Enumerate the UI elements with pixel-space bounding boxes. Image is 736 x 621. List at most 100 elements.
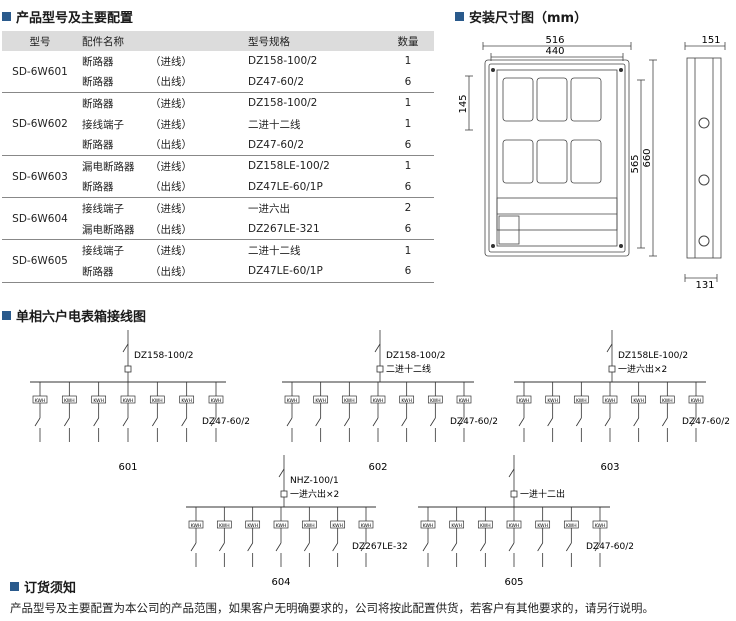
cell-qty: 1 (404, 160, 412, 173)
diagram-id: 603 (600, 462, 619, 473)
cell-spec: DZ158-100/2 (248, 97, 318, 110)
branch-switch (247, 542, 254, 552)
cell-qty: 6 (382, 218, 434, 241)
terminal-block (376, 365, 384, 373)
diagram-id: 601 (118, 462, 137, 473)
branch-switch (343, 417, 350, 427)
terminal-label: 一进六出×2 (618, 363, 667, 375)
meter-label: KWH (361, 523, 372, 529)
main-switch (508, 468, 515, 478)
cell-pos: （进线） (150, 245, 192, 258)
product-section-title: 产品型号及主要配置 (2, 7, 133, 26)
branch-switch (575, 417, 582, 427)
meter-label: KWH (332, 523, 343, 529)
cell-qty: 6 (382, 71, 434, 94)
meter-label: KWH (64, 398, 75, 404)
cell-part: 断路器 (82, 97, 114, 110)
cell-spec: DZ47LE-60/1P (244, 176, 382, 199)
cell-pos: （出线） (146, 260, 244, 283)
meter-label: KWH (344, 398, 355, 404)
meter-label: KWH (576, 398, 587, 404)
meter-label: KWH (691, 398, 702, 404)
header-pos (146, 31, 244, 51)
order-note: 产品型号及主要配置为本公司的产品范围，如果客户无明确要求的，公司将按此配置供货，… (10, 601, 654, 615)
wiring-section-title: 单相六户电表箱接线图 (2, 306, 146, 325)
branch-switch (286, 417, 293, 427)
dim-depth-bottom: 131 (695, 280, 714, 290)
cell-model: SD-6W602 (2, 92, 78, 156)
install-section-title: 安装尺寸图（mm） (455, 7, 587, 26)
branch-switch (315, 417, 322, 427)
branch-switch (594, 542, 601, 552)
meter-label: KWH (480, 523, 491, 529)
cell-part: 断路器 (82, 55, 114, 68)
main-breaker-label: DZ158LE-100/2 (618, 351, 688, 361)
cell-model: SD-6W603 (2, 155, 78, 199)
header-part: 配件名称 (78, 31, 146, 51)
branch-breaker-label: DZ47-60/2 (450, 417, 498, 427)
meter-label: KWH (519, 398, 530, 404)
terminal-block (510, 490, 518, 498)
dim-width-inner: 440 (545, 46, 564, 57)
header-model: 型号 (2, 31, 78, 51)
cell-qty: 2 (404, 202, 412, 215)
meter-label: KWH (211, 398, 222, 404)
meter-label: KWH (93, 398, 104, 404)
cell-part: 断路器 (78, 176, 146, 199)
branch-switch (190, 542, 197, 552)
main-switch (278, 468, 285, 478)
cell-part: 接线端子 (82, 245, 124, 258)
cell-qty: 1 (404, 118, 412, 131)
cell-pos: （出线） (146, 176, 244, 199)
terminal-label: 二进十二线 (386, 363, 431, 375)
cell-spec: DZ47LE-60/1P (244, 260, 382, 283)
cell-spec: 二进十二线 (248, 245, 301, 258)
dim-height-top: 145 (458, 94, 469, 113)
branch-breaker-label: DZ267LE-32 (352, 542, 408, 552)
meter-label: KWH (633, 398, 644, 404)
diagram-id: 604 (271, 577, 290, 588)
cell-spec: DZ47-60/2 (244, 134, 382, 156)
meter-label: KWH (509, 523, 520, 529)
branch-switch (275, 542, 282, 552)
meter-label: KWH (547, 398, 558, 404)
branch-switch (518, 417, 525, 427)
branch-breaker-label: DZ47-60/2 (586, 542, 634, 552)
cell-pos: （进线） (150, 202, 192, 215)
cell-qty: 6 (382, 260, 434, 283)
cell-qty: 6 (382, 176, 434, 199)
branch-switch (479, 542, 486, 552)
cell-pos: （出线） (146, 134, 244, 156)
cell-part: 断路器 (78, 134, 146, 156)
terminal-label: 一进六出×2 (290, 488, 339, 500)
main-switch (122, 343, 129, 353)
dim-height-inner: 565 (630, 154, 641, 173)
branch-switch (429, 417, 436, 427)
cell-qty: 1 (404, 244, 412, 257)
cell-spec: DZ158-100/2 (248, 55, 318, 68)
terminal-block (124, 365, 132, 373)
meter-label: KWH (662, 398, 673, 404)
meter-label: KWH (605, 398, 616, 404)
branch-switch (181, 417, 188, 427)
meter-label: KWH (181, 398, 192, 404)
bullet-square-icon (455, 12, 464, 21)
cell-spec: DZ47-60/2 (244, 71, 382, 94)
cell-model: SD-6W604 (2, 197, 78, 241)
cell-model: SD-6W605 (2, 239, 78, 283)
branch-switch (422, 542, 429, 552)
bullet-square-icon (10, 582, 19, 591)
cell-pos: （进线） (150, 118, 192, 131)
terminal-block (280, 490, 288, 498)
meter-label: KWH (276, 523, 287, 529)
branch-switch (360, 542, 367, 552)
main-breaker-label: DZ158-100/2 (134, 351, 193, 361)
